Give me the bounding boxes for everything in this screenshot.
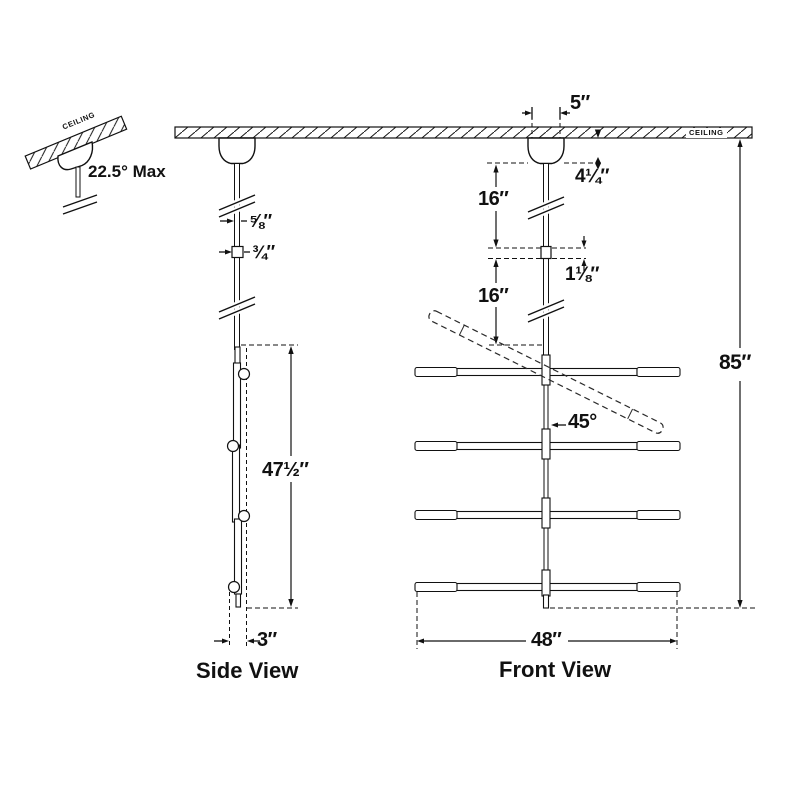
dimension-arrow <box>288 599 294 607</box>
side-coupler <box>231 245 244 259</box>
side-view-title: Side View <box>196 658 299 683</box>
dimension-arrow <box>222 638 229 644</box>
arm-hub <box>237 367 251 381</box>
dim-arm-swivel: 45° <box>568 411 597 433</box>
dimension-arrow <box>493 336 499 345</box>
dimension-arrow <box>581 240 587 248</box>
dimension-arrow <box>737 600 743 608</box>
arm-end-cap <box>636 366 681 378</box>
arm-end-cap <box>414 581 458 593</box>
arm-end-cap <box>414 366 458 378</box>
rod-diameter-dimension <box>220 218 247 224</box>
dim-canopy-drop: 4¼″ <box>575 166 610 187</box>
arm-sleeves <box>541 354 551 609</box>
detail-break-mark <box>62 194 98 215</box>
side-view <box>214 137 298 648</box>
dimension-arrow <box>581 259 587 266</box>
canopy-drop-dimension <box>564 129 602 170</box>
fixture-width-dimension <box>416 592 678 649</box>
dimension-arrow <box>247 638 254 644</box>
front-stem-segments <box>543 384 549 571</box>
arm-sleeve <box>541 569 551 597</box>
arm-hub <box>226 439 240 453</box>
side-arm-hubs <box>226 367 251 594</box>
dimension-arrow <box>225 249 232 255</box>
coupler-dimension <box>219 245 250 259</box>
detail-angle-label: 22.5° Max <box>88 162 166 181</box>
front-break-mark-lower <box>526 297 566 325</box>
dimension-arrow <box>595 157 601 164</box>
arm-sleeve <box>541 354 551 386</box>
dimension-arrow <box>493 239 499 248</box>
front-break-mark-upper <box>526 194 566 222</box>
dim-coupler-width: ¾″ <box>252 242 275 262</box>
stem-length-dimension <box>241 344 298 609</box>
dim-fixture-width: 48″ <box>531 629 562 651</box>
dim-arm-depth: 3″ <box>257 629 277 651</box>
upper-stem-dimension <box>487 162 528 248</box>
overall-drop-dimension <box>550 139 756 609</box>
dimension-arrow <box>227 218 234 224</box>
front-coupler <box>540 245 552 260</box>
side-stem <box>231 346 243 608</box>
dim-lower-stem: 16″ <box>478 285 509 307</box>
dim-rod-diameter: ⅝″ <box>249 211 272 231</box>
rotated-arm-phantom <box>428 310 664 434</box>
dim-stem-length: 47½″ <box>262 459 309 481</box>
bottom-finial <box>542 594 550 609</box>
ceiling-label: CEILING <box>686 128 727 138</box>
arm-depth-dimension <box>214 592 260 648</box>
dimension-arrow <box>551 422 558 428</box>
dim-coupler-length: 1⅛″ <box>565 264 600 285</box>
dimension-arrow <box>493 259 499 267</box>
dimension-arrow <box>560 110 567 116</box>
arm-end-cap <box>414 440 458 452</box>
dimension-arrow <box>594 129 602 138</box>
arm-sleeve <box>541 428 551 460</box>
arm-end-cap <box>636 581 681 593</box>
swivel-angle-leader <box>551 422 566 428</box>
front-rod <box>543 163 549 356</box>
dimension-arrow <box>670 638 677 644</box>
arm-end-cap <box>636 440 681 452</box>
arm-end-cap <box>414 509 458 521</box>
dimension-arrow <box>595 163 601 170</box>
arm-end-cap <box>636 509 681 521</box>
dim-upper-stem: 16″ <box>478 188 509 210</box>
side-break-mark-upper <box>217 192 257 220</box>
detail-stem <box>75 166 81 198</box>
arm-hub <box>237 509 251 523</box>
ceiling-band <box>174 126 753 139</box>
side-canopy <box>218 137 256 165</box>
coupler-length-dimension <box>488 236 587 271</box>
arm-hub <box>227 580 241 594</box>
front-view <box>414 137 756 649</box>
dim-overall-drop: 85″ <box>719 351 751 374</box>
dim-canopy-width: 5″ <box>570 92 590 114</box>
side-break-mark-lower <box>217 294 257 322</box>
front-canopy <box>527 137 565 165</box>
angled-ceiling-detail <box>24 115 128 215</box>
detail-canopy <box>57 141 94 171</box>
lower-stem-dimension <box>489 259 544 346</box>
dimension-arrow <box>525 110 532 116</box>
front-view-title: Front View <box>499 657 612 682</box>
dimension-arrow <box>417 638 424 644</box>
arm-sleeve <box>541 497 551 529</box>
canopy-width-dimension <box>522 107 570 138</box>
